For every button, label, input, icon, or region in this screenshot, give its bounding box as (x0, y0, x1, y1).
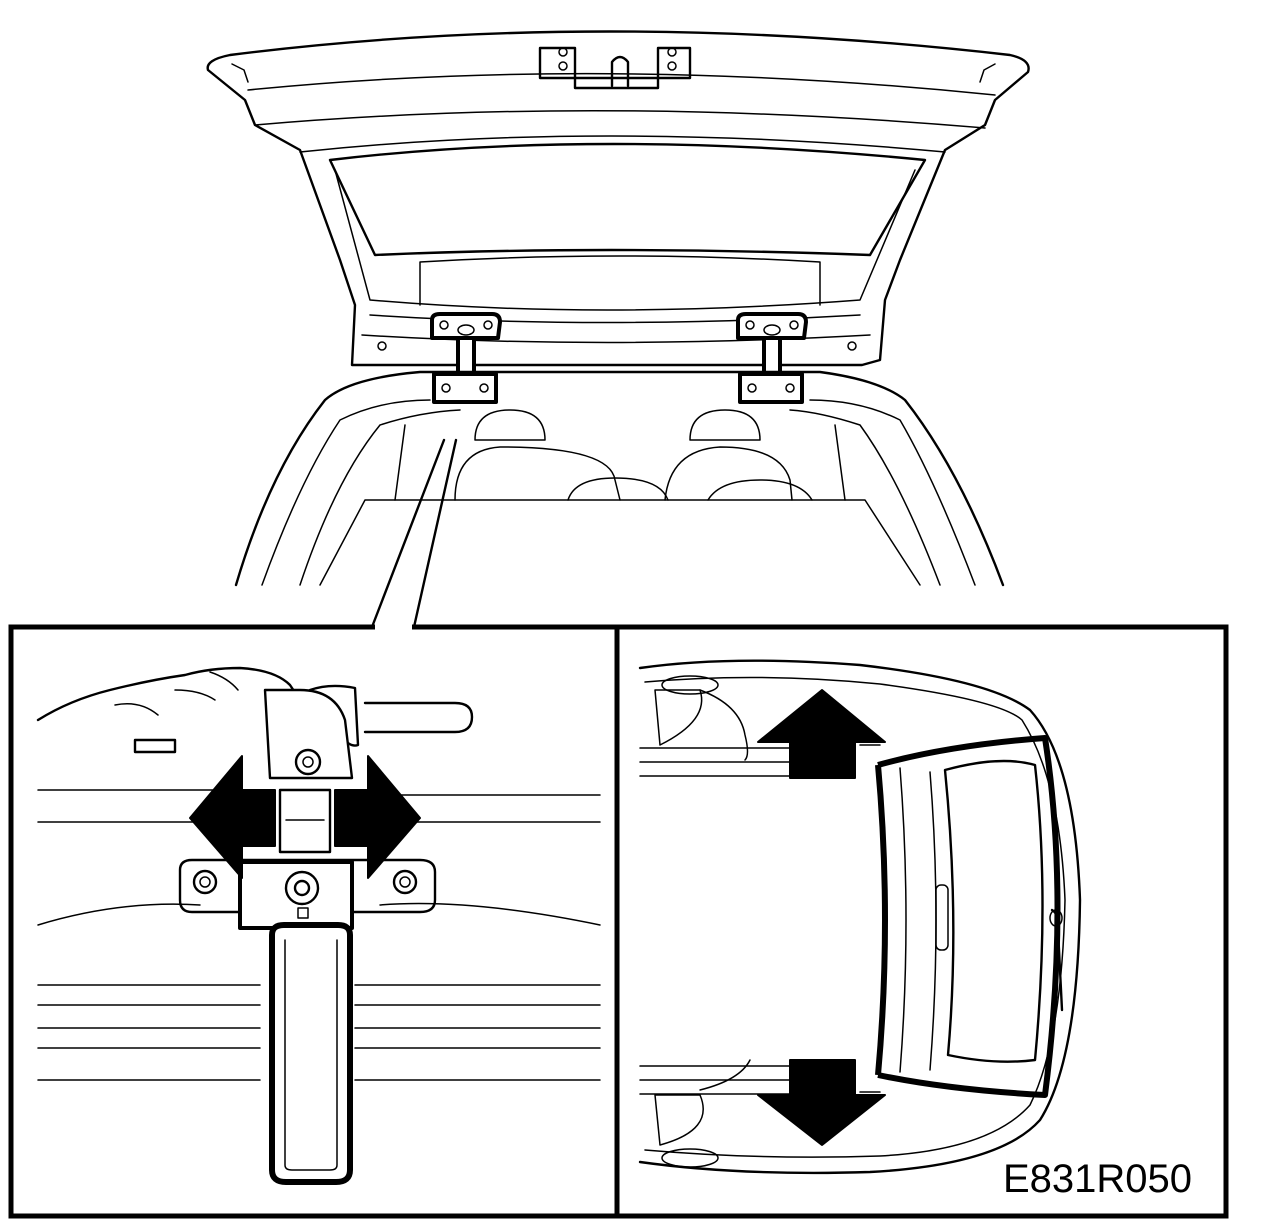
detail-frame-right (614, 624, 1229, 1219)
up-down-arrows (757, 689, 886, 1146)
arrow-up-icon (757, 689, 886, 779)
left-right-arrows (189, 755, 421, 879)
arrow-down-icon (757, 1059, 886, 1146)
hinge-detail-view (36, 666, 601, 1185)
arrow-right-icon (334, 755, 421, 879)
arrow-left-icon (189, 755, 276, 879)
car-top-view (638, 659, 1082, 1175)
hinge-left (430, 312, 502, 404)
hinge-right (736, 312, 808, 404)
figure-code: E831R050 (1003, 1157, 1192, 1201)
open-tailgate-view (206, 30, 1030, 629)
